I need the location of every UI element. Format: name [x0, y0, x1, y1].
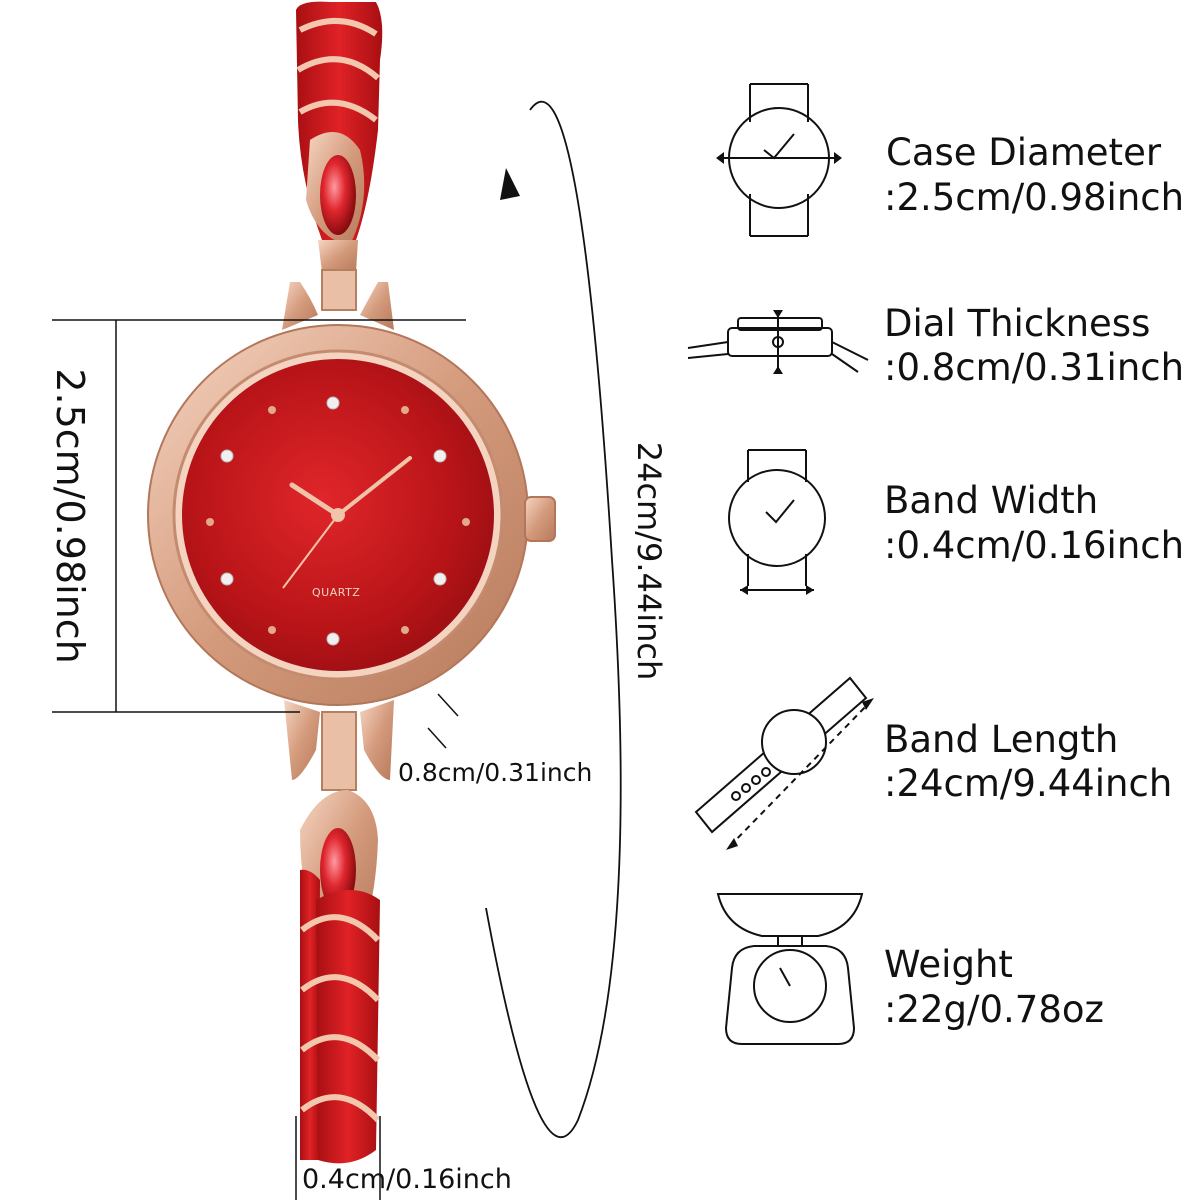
- band-width-label: 0.4cm/0.16inch: [302, 1164, 512, 1195]
- watch-side-thickness-icon: [687, 310, 869, 374]
- spec-band-length-value: :24cm/9.44inch: [884, 762, 1173, 805]
- hour-markers: [206, 396, 470, 646]
- spec-band-length-name: Band Length: [884, 718, 1119, 761]
- case-height-dimension-lines: [52, 319, 466, 713]
- top-band: [282, 1, 394, 330]
- band-length-label: 24cm/9.44inch: [630, 441, 668, 681]
- spec-weight-value: :22g/0.78oz: [884, 988, 1104, 1031]
- kitchen-scale-icon: [716, 893, 864, 1045]
- case-height-label: 2.5cm/0.98inch: [48, 368, 92, 664]
- dial-brand-text: QUARTZ: [312, 586, 361, 599]
- spec-band-width-value: :0.4cm/0.16inch: [884, 524, 1185, 567]
- watch-case-diameter-icon: [716, 83, 842, 237]
- top-gem: [320, 155, 356, 235]
- spec-dial-thickness-name: Dial Thickness: [884, 302, 1151, 345]
- thickness-dimension-lines: [427, 693, 459, 749]
- spec-band-width-name: Band Width: [884, 479, 1099, 522]
- spec-case-diameter-name: Case Diameter: [886, 131, 1162, 174]
- watch-band-width-icon: [728, 449, 826, 595]
- spec-case-diameter-value: :2.5cm/0.98inch: [884, 176, 1185, 219]
- watch-hands: [282, 456, 412, 589]
- band-length-icon: [694, 676, 874, 850]
- spec-weight-name: Weight: [884, 943, 1013, 986]
- band-width-dimension-lines: [295, 1116, 381, 1200]
- band-length-arc: [485, 100, 622, 1139]
- thickness-label: 0.8cm/0.31inch: [398, 758, 593, 787]
- bottom-band: [284, 700, 394, 1164]
- watch-case: [147, 324, 556, 706]
- spec-dial-thickness-value: :0.8cm/0.31inch: [884, 346, 1185, 389]
- crown: [524, 496, 556, 542]
